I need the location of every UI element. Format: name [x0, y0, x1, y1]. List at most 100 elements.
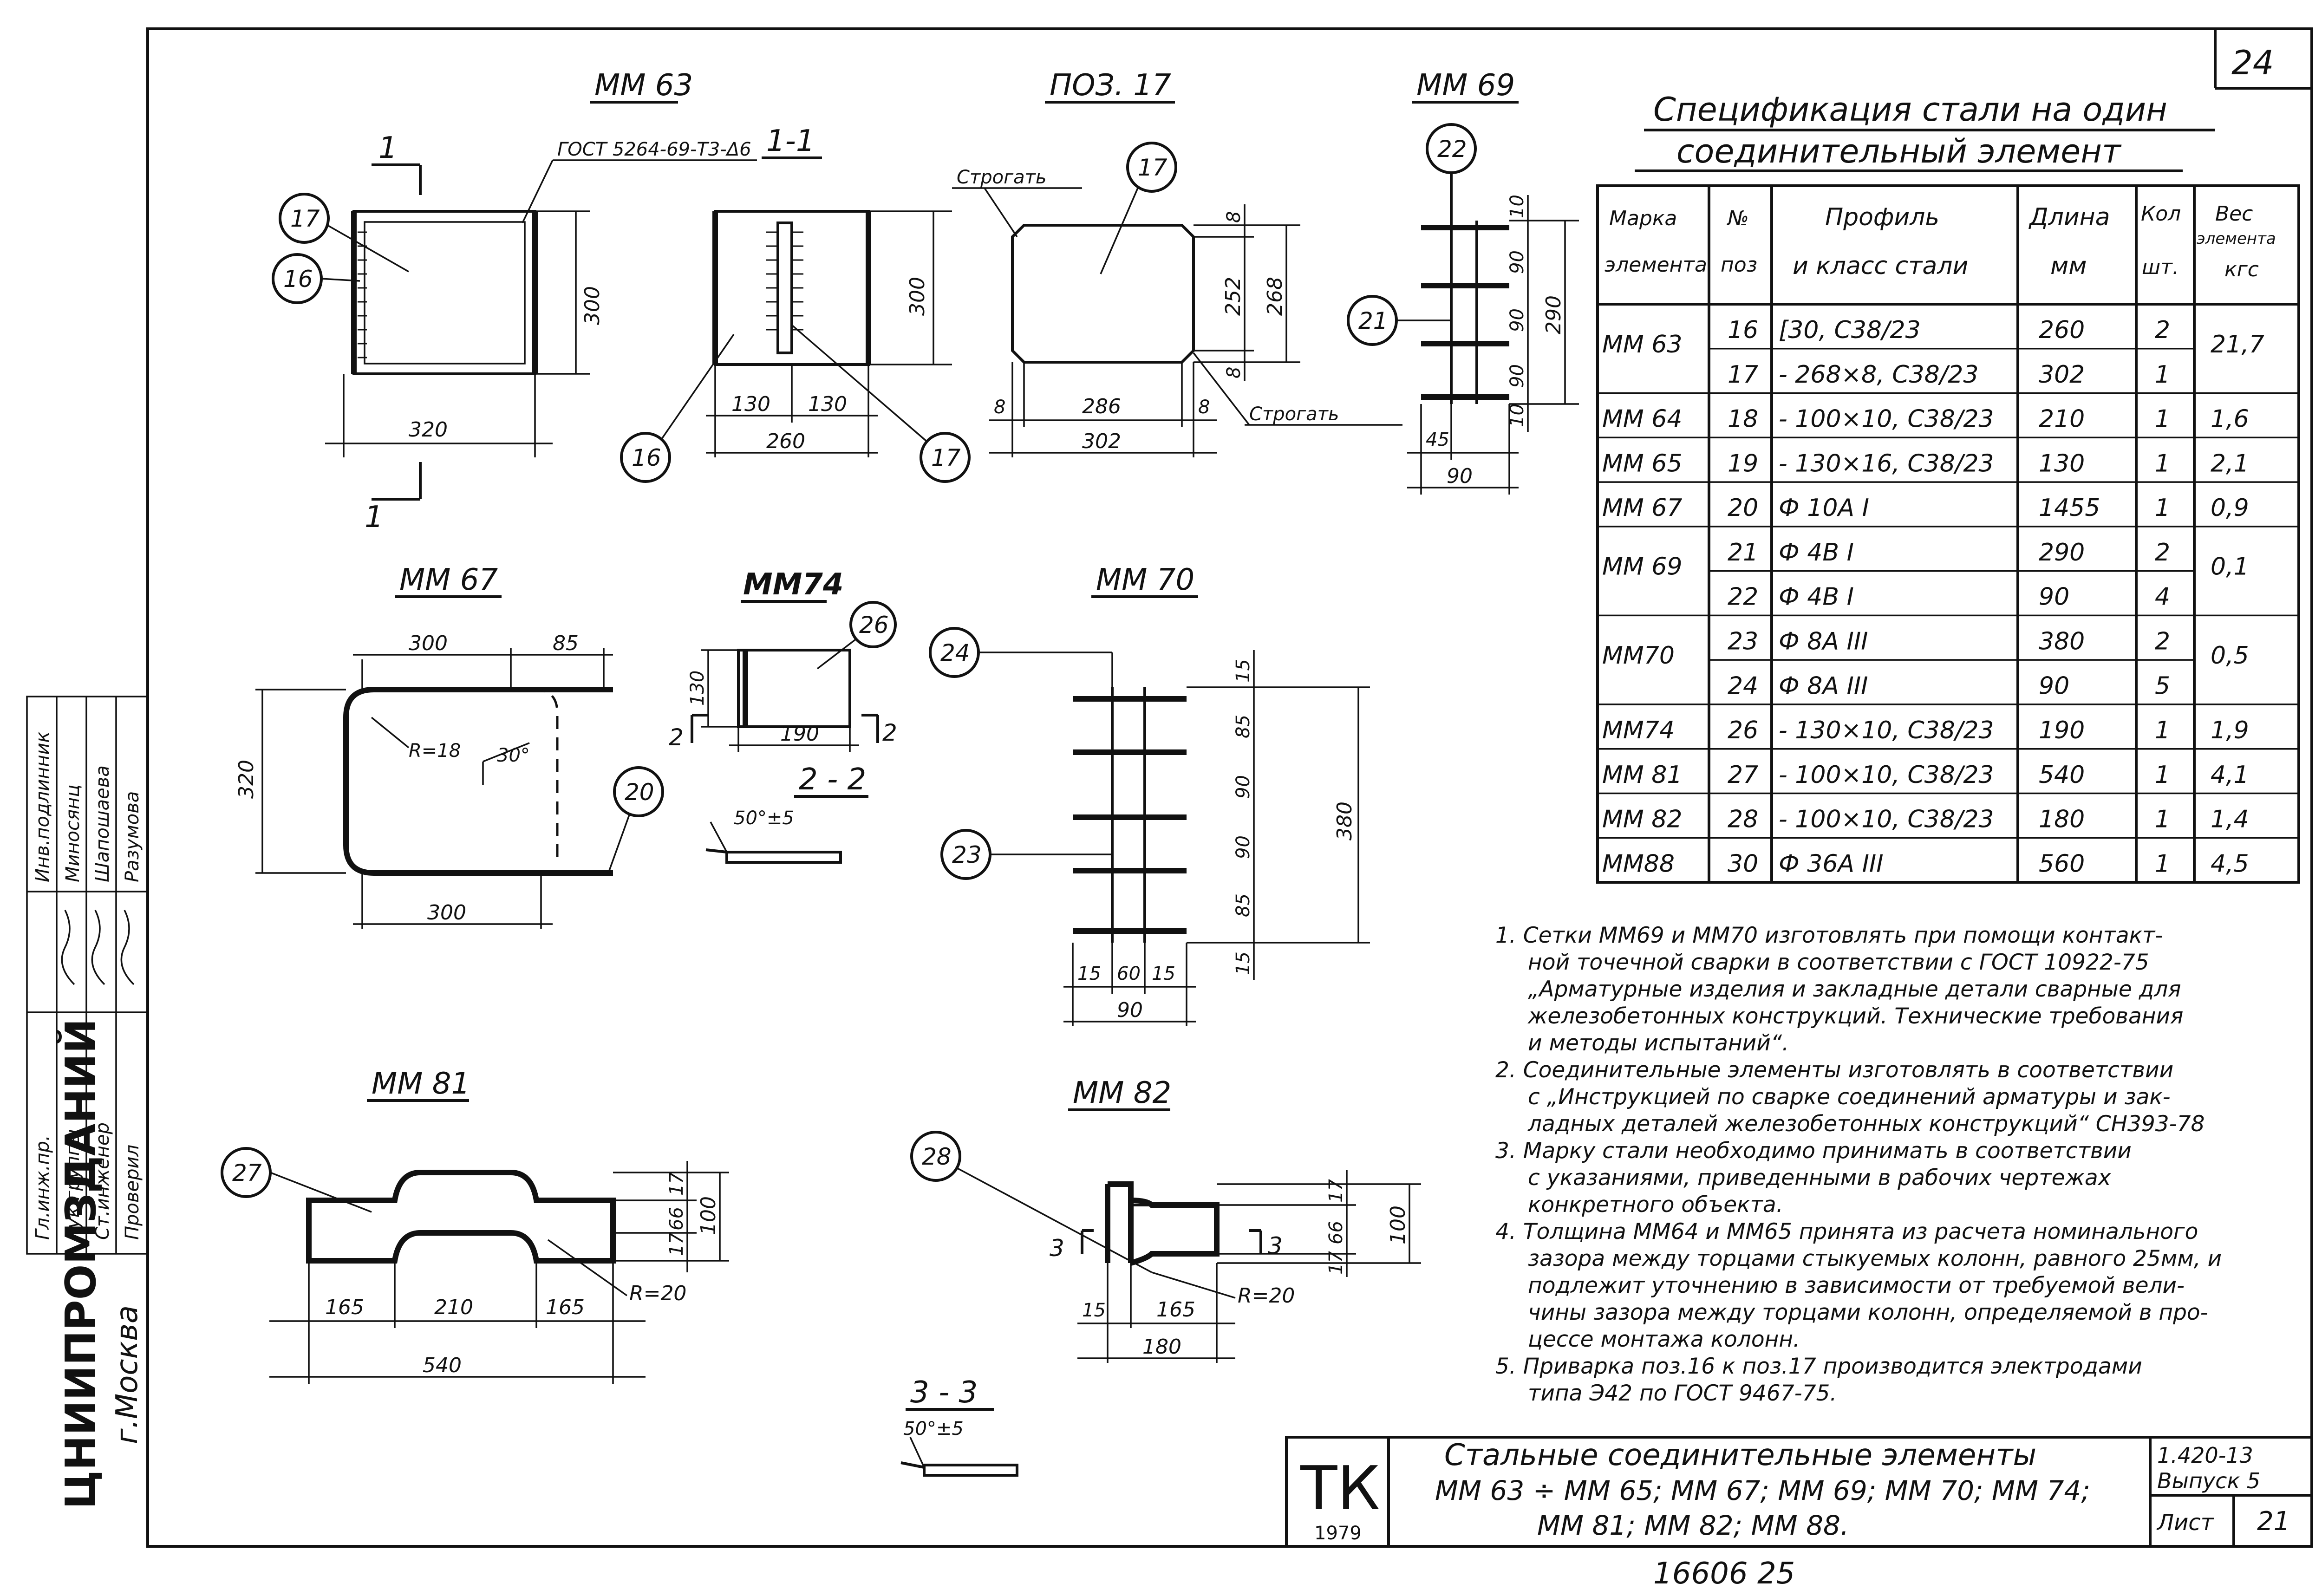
mm70-dim-w15a: 15	[1077, 963, 1101, 984]
spec-header-length-1: Длина	[2028, 203, 2110, 231]
section33-weld-angle: 50°±5	[903, 1418, 964, 1440]
note-line: ладных деталей железобетонных конструкци…	[1527, 1111, 2205, 1137]
mm70-dim-85b: 85	[1233, 893, 1254, 917]
spec-cell-weight: 4,1	[2211, 761, 2249, 789]
spec-header-qty-2: шт.	[2142, 255, 2179, 279]
mm67-pos-20: 20	[625, 779, 654, 806]
mm63-title: ММ 63	[594, 68, 693, 103]
spec-cell-profile: [30, С38/23	[1779, 316, 1921, 344]
title-issue: Выпуск 5	[2157, 1468, 2260, 1493]
note-line: с указаниями, приведенными в рабочих чер…	[1528, 1165, 2112, 1191]
spec-cell-weight: 0,5	[2211, 642, 2249, 670]
poz17-pos: 17	[1138, 154, 1168, 181]
spec-cell-weight: 1,6	[2211, 405, 2249, 433]
mm70-dim-total: 380	[1333, 801, 1357, 840]
spec-cell-pos: 30	[1728, 850, 1758, 878]
note-line: железобетонных конструкций. Технические …	[1527, 1003, 2183, 1029]
section11-pos-17: 17	[931, 444, 961, 471]
spec-header-weight-1: Вес	[2215, 202, 2253, 226]
note-line: с „Инструкцией по сварке соединений арма…	[1528, 1084, 2171, 1110]
org-city: г.Москва	[110, 1305, 144, 1444]
mm69-dim-90a: 90	[1507, 250, 1528, 274]
left-stamp: Инв.подлинник Миносянц Шапошаева Разумов…	[26, 696, 149, 1509]
mm82-cut-right: 3	[1268, 1232, 1283, 1259]
mm69-pos-22: 22	[1437, 136, 1467, 163]
spec-cell-length: 190	[2039, 717, 2085, 744]
spec-cell-length: 260	[2039, 316, 2085, 344]
spec-header-mark-2: элемента	[1605, 253, 1707, 277]
mm63-cut-bottom: 1	[365, 500, 384, 534]
spec-cell-weight: 1,9	[2211, 717, 2249, 744]
mm63-cut-top: 1	[378, 131, 398, 165]
mm69-dim-total: 290	[1542, 295, 1565, 334]
spec-header-pos-2: поз	[1721, 253, 1757, 277]
note-line: 5. Приварка поз.16 к поз.17 производится…	[1495, 1354, 2142, 1379]
spec-cell-pos: 27	[1728, 761, 1758, 789]
org-name: ЦНИИПРОМЗДАНИЙ	[56, 1018, 105, 1509]
poz17-planing-bottom: Строгать	[1249, 404, 1339, 425]
spec-cell-pos: 23	[1728, 628, 1758, 656]
bottom-number: 16606 25	[1653, 1557, 1795, 1591]
mm63-dim-height: 300	[580, 286, 604, 325]
mm70-pos-24: 24	[940, 639, 970, 666]
spec-header-length-2: мм	[2050, 252, 2087, 280]
spec-cell-mark: ММ 67	[1602, 494, 1682, 522]
drawing-poz17: ПОЗ. 17 Строгать 17 8 252 268 8 8 286 8 …	[952, 68, 1402, 457]
poz17-title: ПОЗ. 17	[1050, 68, 1171, 103]
spec-cell-qty: 1	[2155, 361, 2170, 389]
mm74-cut-right: 2	[882, 719, 897, 746]
spec-cell-weight: 4,5	[2211, 850, 2249, 878]
spec-cell-qty: 1	[2155, 449, 2170, 477]
mm82-dim-180: 180	[1142, 1335, 1181, 1359]
spec-cell-pos: 18	[1728, 405, 1758, 433]
spec-cell-mark: ММ70	[1602, 642, 1675, 670]
drawing-mm70: ММ 70 24 23 15 85 90 90 85 15 380 1	[929, 563, 1370, 1026]
spec-cell-length: 540	[2039, 761, 2085, 789]
spec-cell-weight: 0,9	[2211, 494, 2249, 522]
spec-cell-length: 90	[2039, 672, 2069, 700]
stamp-name-1: Миносянц	[62, 784, 84, 882]
spec-cell-qty: 4	[2155, 583, 2170, 611]
drawing-mm69: ММ 69 22 21 10 90 90 90 10 290 45 90	[1347, 68, 1579, 495]
mm69-dim-45: 45	[1426, 429, 1449, 450]
spec-cell-profile: Ф 10А I	[1779, 494, 1869, 522]
spec-cell-profile: - 100×10, С38/23	[1779, 761, 1994, 789]
note-line: 2. Соединительные элементы изготовлять в…	[1495, 1057, 2173, 1083]
spec-cell-qty: 1	[2155, 850, 2170, 878]
poz17-dim-middle: 286	[1082, 395, 1121, 418]
spec-cell-qty: 1	[2155, 806, 2170, 834]
title-series: 1.420-13	[2157, 1443, 2253, 1468]
spec-cell-length: 210	[2039, 405, 2085, 433]
general-notes: 1. Сетки ММ69 и ММ70 изготовлять при пом…	[1495, 923, 2222, 1406]
title-sheet-label: Лист	[2156, 1510, 2215, 1536]
title-sheet-no: 21	[2257, 1506, 2290, 1537]
mm67-dim-top: 300	[409, 632, 448, 655]
mm67-dim-tail: 85	[553, 632, 579, 655]
mm82-dim-17: 17	[1325, 1179, 1347, 1203]
mm74-weld-angle: 50°±5	[734, 808, 794, 829]
drawing-mm81: ММ 81 27 17 66 17 100 R=20 165 210 165 5…	[221, 1067, 729, 1384]
mm74-pos-26: 26	[859, 612, 889, 638]
spec-cell-qty: 1	[2155, 761, 2170, 789]
spec-cell-pos: 22	[1728, 583, 1758, 611]
mm82-dim-15: 15	[1082, 1300, 1106, 1321]
poz17-dim-chamfer-bottom: 8	[1223, 367, 1245, 378]
spec-table: Марка элемента № поз Профиль и класс ста…	[1596, 184, 2300, 884]
title-logo: ТК	[1300, 1453, 1380, 1524]
mm70-dim-w90: 90	[1117, 998, 1143, 1022]
stamp-role-1: Гл.инж.пр.	[32, 1135, 53, 1240]
spec-header-weight-2: элемента	[2197, 229, 2276, 248]
spec-cell-length: 380	[2039, 628, 2085, 656]
spec-cell-pos: 17	[1728, 361, 1758, 389]
spec-cell-length: 1455	[2039, 494, 2100, 522]
spec-cell-profile: Ф 36А III	[1779, 850, 1884, 878]
spec-header-qty-1: Кол	[2141, 202, 2181, 226]
note-line: подлежит уточнению в зависимости от треб…	[1528, 1273, 2185, 1298]
stamp-role-3: Ст.инженер	[92, 1122, 113, 1240]
spec-cell-profile: Ф 4В I	[1779, 539, 1854, 567]
mm82-title: ММ 82	[1073, 1076, 1171, 1110]
spec-cell-profile: Ф 4В I	[1779, 583, 1854, 611]
mm69-pos-21: 21	[1358, 307, 1388, 334]
spec-cell-mark: ММ 69	[1602, 553, 1682, 581]
